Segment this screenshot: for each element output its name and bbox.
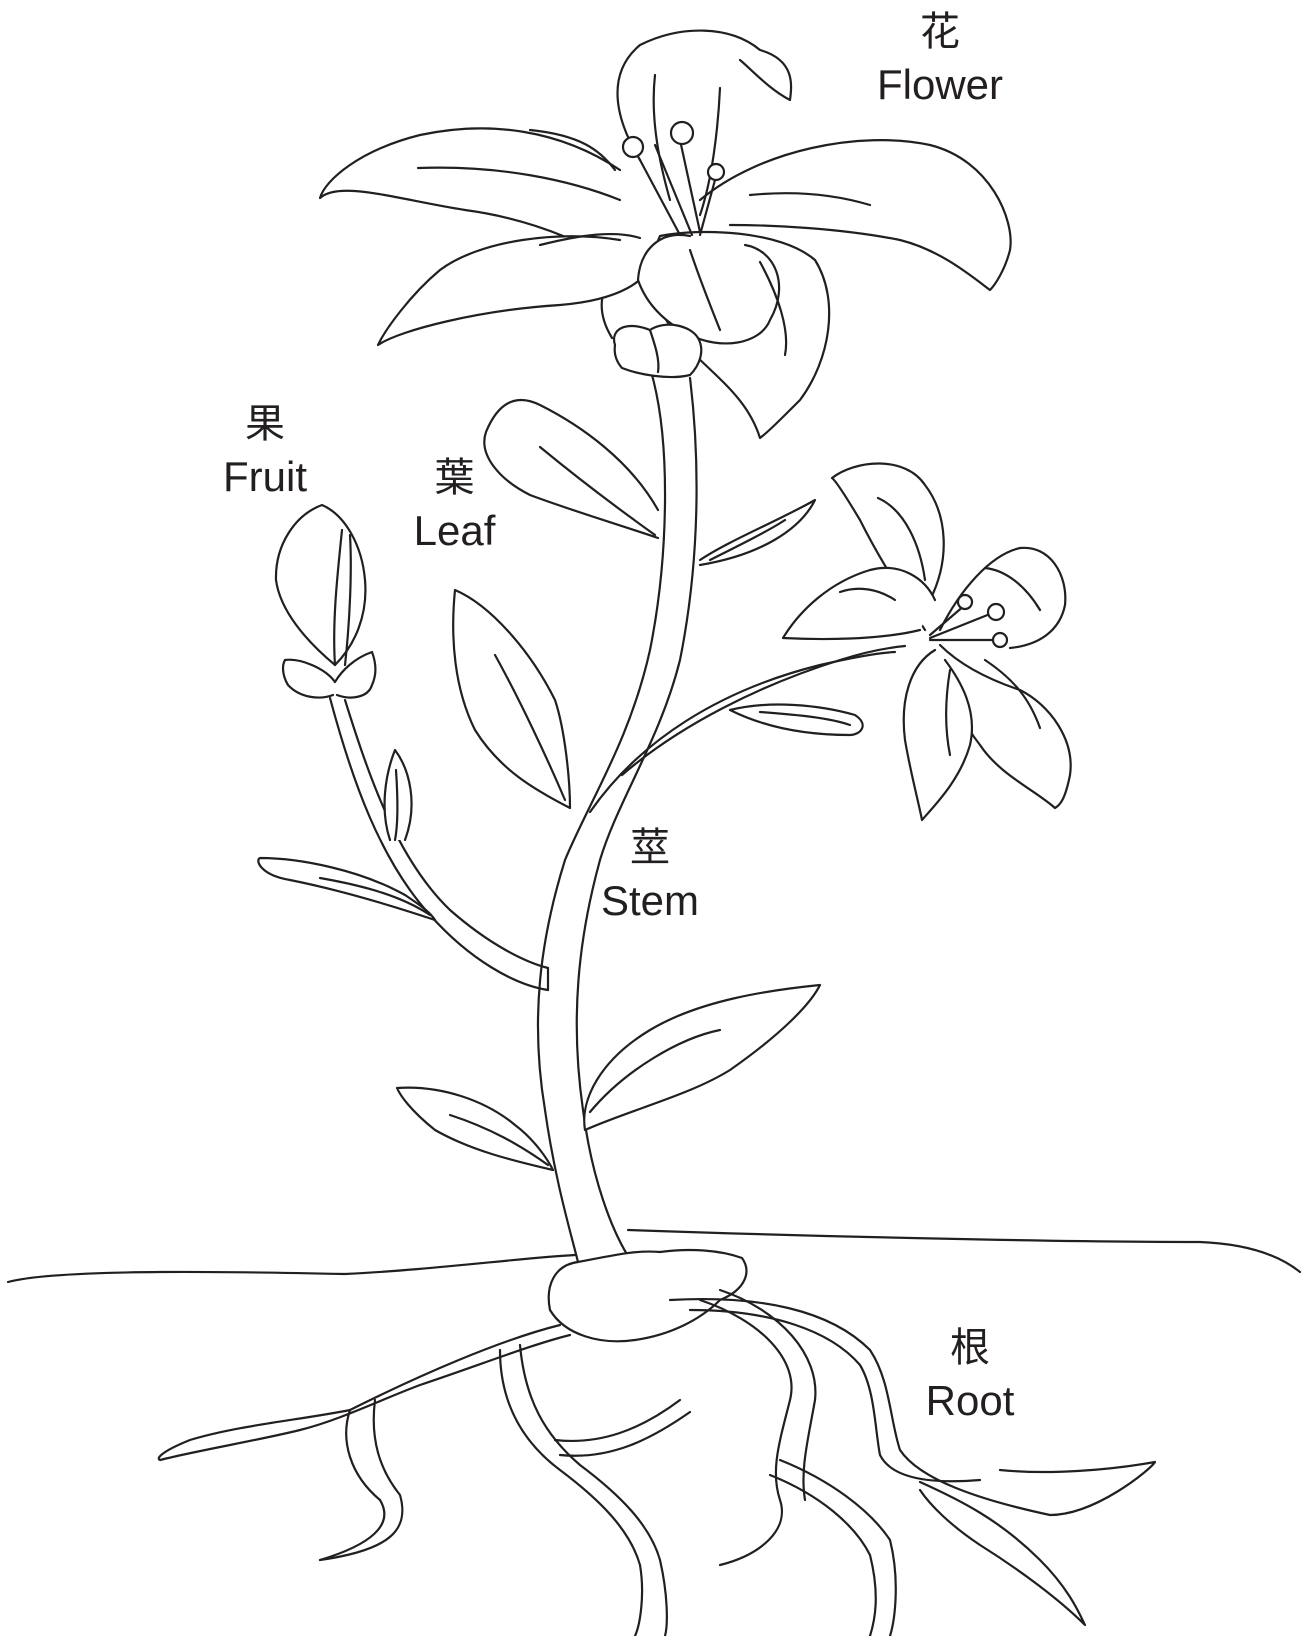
flower-label-zh: 花 — [860, 12, 1020, 52]
stem-label: 莖 Stem — [580, 828, 720, 922]
flower-label-en: Flower — [860, 64, 1020, 106]
flower-branch-leaf — [730, 705, 863, 735]
flower-label: 花 Flower — [860, 12, 1020, 106]
lower-right-leaf — [584, 985, 820, 1130]
leaf-label-zh: 葉 — [392, 458, 517, 498]
bulb — [549, 1250, 747, 1341]
fruit-label-en: Fruit — [200, 456, 330, 498]
root-label: 根 Root — [905, 1328, 1035, 1422]
stem-label-zh: 莖 — [580, 828, 720, 868]
leaf-label-en: Leaf — [392, 510, 517, 552]
fruit-label-zh: 果 — [200, 404, 330, 444]
fruit-label: 果 Fruit — [200, 404, 330, 498]
root-label-zh: 根 — [905, 1328, 1035, 1368]
leaf-label: 葉 Leaf — [392, 458, 517, 552]
stem-label-en: Stem — [580, 880, 720, 922]
second-flower — [783, 463, 1071, 820]
fruit-bud — [276, 505, 376, 698]
leaves — [258, 400, 862, 1170]
bottom-left-leaf — [397, 1088, 553, 1170]
mid-left-leaf — [453, 590, 570, 808]
root-label-en: Root — [905, 1380, 1035, 1422]
